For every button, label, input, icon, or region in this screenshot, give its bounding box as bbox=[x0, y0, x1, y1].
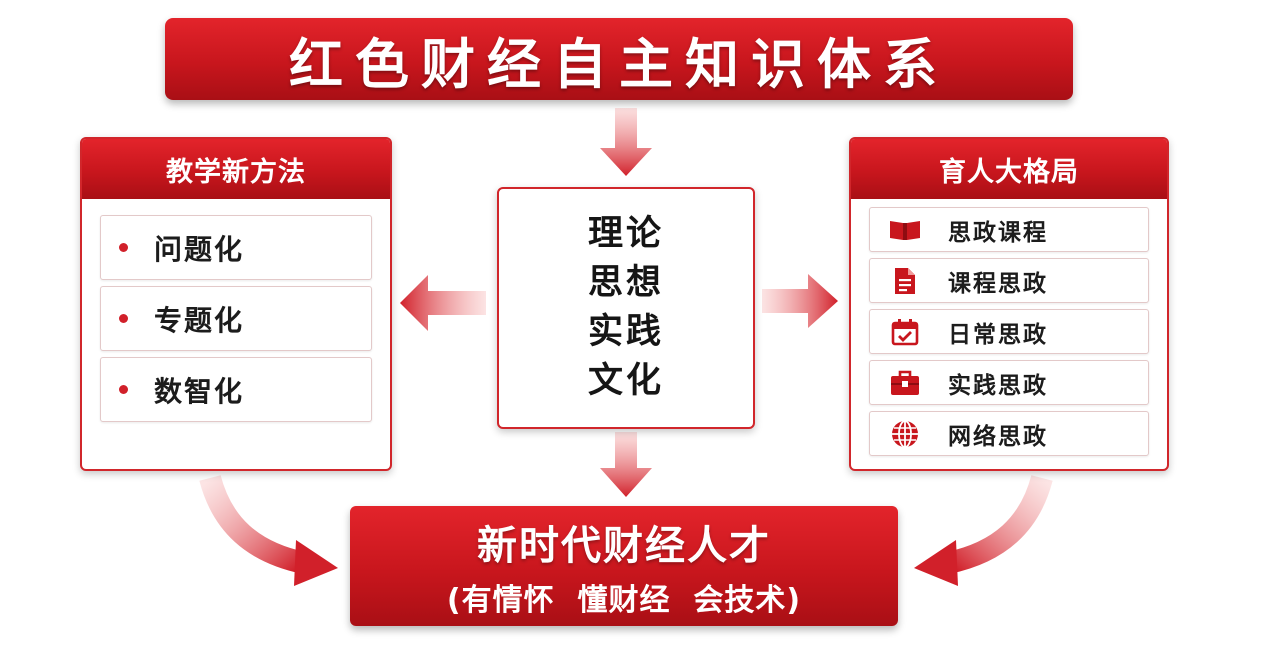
list-item-label: 实践思政 bbox=[948, 372, 1048, 399]
teaching-methods-panel: 教学新方法 问题化 专题化 数智化 bbox=[80, 137, 392, 471]
center-line: 理论 bbox=[587, 214, 664, 254]
list-item: 问题化 bbox=[100, 215, 372, 280]
arrow-center-to-bottom bbox=[600, 432, 652, 497]
arrow-left-curve-head bbox=[294, 540, 338, 586]
arrow-left-curve-to-bottom bbox=[199, 474, 307, 574]
outcome-subtitle: (有情怀 懂财经 会技术) bbox=[446, 583, 802, 618]
arrow-center-to-right bbox=[762, 274, 838, 328]
title-banner: 红色财经自主知识体系 bbox=[165, 18, 1073, 100]
list-item-label: 思政课程 bbox=[948, 219, 1048, 246]
diagram-title: 红色财经自主知识体系 bbox=[289, 32, 949, 96]
right-panel-list: 思政课程 课程思政 bbox=[851, 199, 1167, 456]
list-item: 日常思政 bbox=[869, 309, 1149, 354]
list-item: 思政课程 bbox=[869, 207, 1149, 252]
briefcase-icon bbox=[870, 370, 940, 396]
center-line: 思想 bbox=[587, 263, 664, 303]
list-item-label: 问题化 bbox=[154, 232, 245, 266]
bullet-dot-icon bbox=[119, 314, 128, 323]
arrow-center-to-left bbox=[400, 275, 486, 331]
outcome-banner: 新时代财经人才 (有情怀 懂财经 会技术) bbox=[350, 506, 898, 626]
list-item-label: 专题化 bbox=[154, 303, 245, 337]
list-item-label: 课程思政 bbox=[948, 270, 1048, 297]
globe-icon bbox=[870, 419, 940, 449]
left-panel-list: 问题化 专题化 数智化 bbox=[82, 199, 390, 422]
arrow-right-curve-head bbox=[914, 540, 958, 586]
book-icon bbox=[870, 218, 940, 242]
list-item: 实践思政 bbox=[869, 360, 1149, 405]
center-core-box: 理论 思想 实践 文化 bbox=[497, 187, 755, 429]
right-panel-header: 育人大格局 bbox=[851, 139, 1167, 199]
calendar-check-icon bbox=[870, 318, 940, 346]
document-icon bbox=[870, 267, 940, 295]
bullet-dot-icon bbox=[119, 243, 128, 252]
list-item-label: 日常思政 bbox=[948, 321, 1048, 348]
center-line: 文化 bbox=[587, 361, 664, 401]
education-framework-panel: 育人大格局 思政课程 课程思政 bbox=[849, 137, 1169, 471]
arrow-title-to-center bbox=[600, 108, 652, 176]
list-item: 专题化 bbox=[100, 286, 372, 351]
bullet-dot-icon bbox=[119, 385, 128, 394]
list-item-label: 网络思政 bbox=[948, 423, 1048, 450]
list-item-label: 数智化 bbox=[154, 374, 245, 408]
list-item: 课程思政 bbox=[869, 258, 1149, 303]
arrow-right-curve-to-bottom bbox=[945, 474, 1053, 574]
list-item: 网络思政 bbox=[869, 411, 1149, 456]
list-item: 数智化 bbox=[100, 357, 372, 422]
center-line: 实践 bbox=[587, 312, 664, 352]
outcome-title: 新时代财经人才 bbox=[477, 523, 771, 569]
left-panel-header: 教学新方法 bbox=[82, 139, 390, 199]
